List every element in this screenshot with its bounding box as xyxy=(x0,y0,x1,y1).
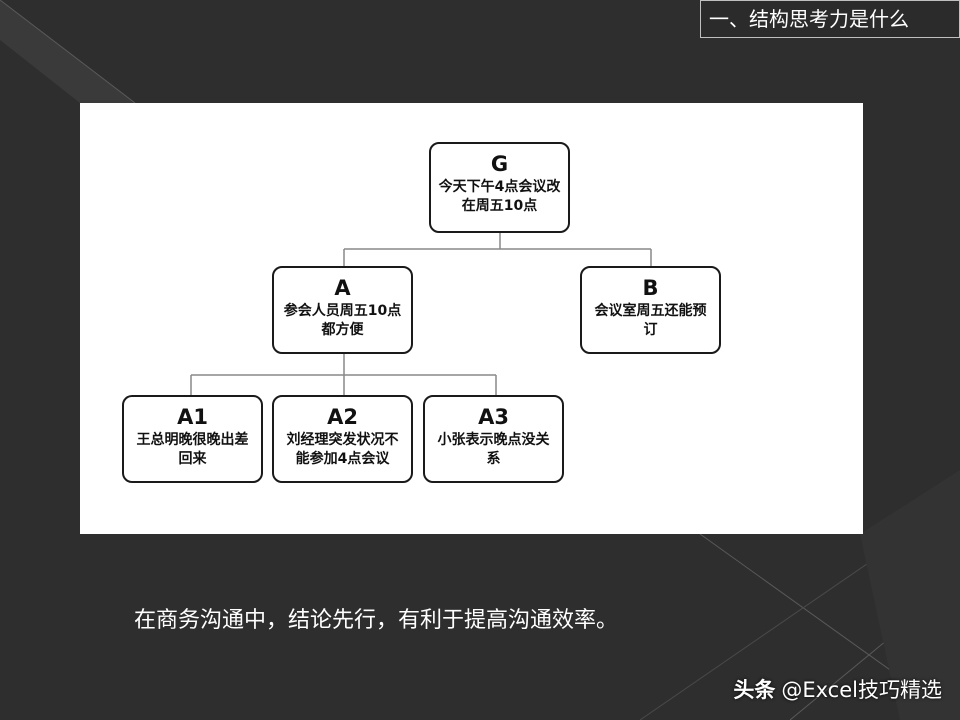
node-text: 今天下午4点会议改在周五10点 xyxy=(438,179,561,214)
tree-connectors xyxy=(190,233,652,395)
watermark: 头条@Excel技巧精选 xyxy=(733,674,942,704)
node-a: A 参会人员周五10点都方便 xyxy=(272,266,413,354)
watermark-brand: 头条 xyxy=(733,678,776,702)
watermark-handle: @Excel技巧精选 xyxy=(781,678,942,702)
diagram-panel: G 今天下午4点会议改在周五10点 A 参会人员周五10点都方便 B 会议室周五… xyxy=(80,103,863,534)
node-text: 刘经理突发状况不能参加4点会议 xyxy=(286,432,399,467)
page-title: 一、结构思考力是什么 xyxy=(700,0,960,38)
node-text: 小张表示晚点没关系 xyxy=(437,432,550,467)
node-text: 会议室周五还能预订 xyxy=(594,303,707,338)
node-code: A3 xyxy=(478,405,509,429)
node-a1: A1 王总明晚很晚出差回来 xyxy=(122,395,263,483)
node-code: B xyxy=(642,276,659,300)
node-text: 王总明晚很晚出差回来 xyxy=(136,432,249,467)
caption-text: 在商务沟通中，结论先行，有利于提高沟通效率。 xyxy=(134,608,619,633)
node-a3: A3 小张表示晚点没关系 xyxy=(423,395,564,483)
node-a2: A2 刘经理突发状况不能参加4点会议 xyxy=(272,395,413,483)
node-code: G xyxy=(490,152,509,176)
node-text: 参会人员周五10点都方便 xyxy=(283,303,402,338)
node-code: A2 xyxy=(327,405,358,429)
node-code: A xyxy=(334,276,351,300)
node-code: A1 xyxy=(177,405,208,429)
node-g: G 今天下午4点会议改在周五10点 xyxy=(429,142,570,233)
node-b: B 会议室周五还能预订 xyxy=(580,266,721,354)
